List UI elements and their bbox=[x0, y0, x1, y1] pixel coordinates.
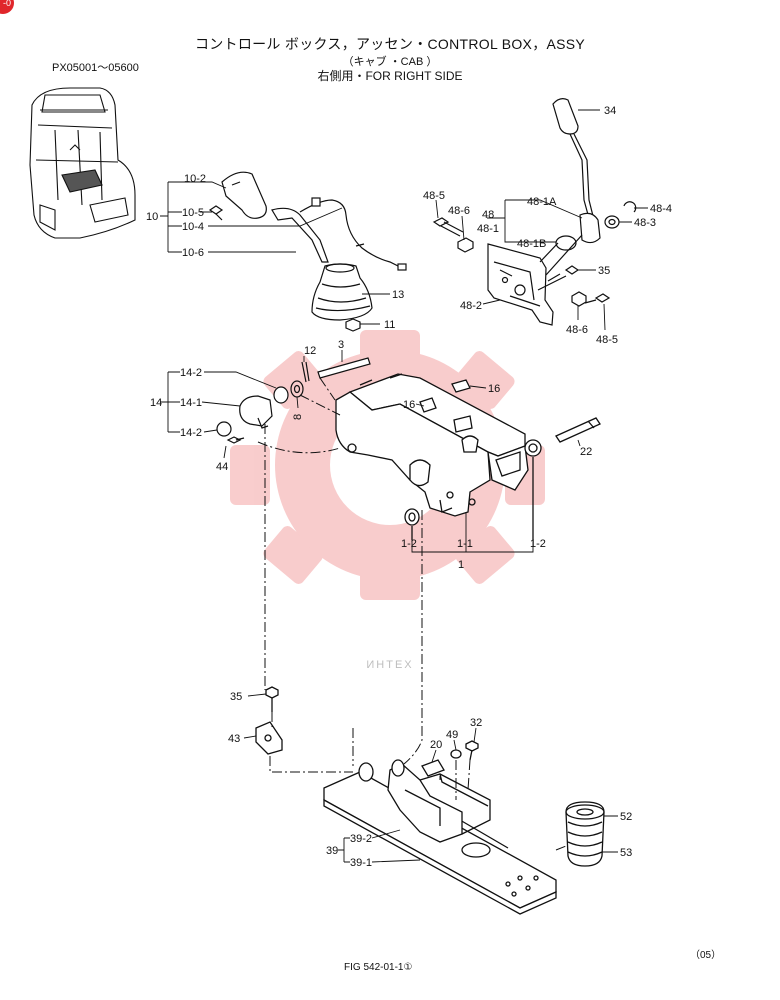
callout-48-5-lower: 48-5 bbox=[596, 334, 618, 346]
shaft-and-cable-parts bbox=[216, 357, 371, 444]
callout-39-1: 39-1 bbox=[350, 857, 372, 869]
callout-48: 48 bbox=[482, 209, 494, 221]
callout-48-1a: 48-1A bbox=[527, 196, 557, 208]
alignment-lines bbox=[257, 377, 567, 851]
callout-48-1b: 48-1B bbox=[517, 238, 546, 250]
callout-1-2-right: 1-2 bbox=[530, 538, 546, 550]
callout-48-6-upper: 48-6 bbox=[448, 205, 470, 217]
callout-48-6-lower: 48-6 bbox=[566, 324, 588, 336]
callout-11: 11 bbox=[384, 319, 395, 331]
diagram-subtitle-side: 右側用・FOR RIGHT SIDE bbox=[317, 69, 463, 83]
callout-39-2: 39-2 bbox=[350, 833, 372, 845]
figure-code: FIG 542-01-1① bbox=[344, 962, 413, 973]
callout-43: 43 bbox=[228, 733, 240, 745]
diagram-title: コントロール ボックス，アッセン・CONTROL BOX，ASSY bbox=[194, 36, 586, 52]
callout-48-5-upper: 48-5 bbox=[423, 190, 445, 202]
watermark-text: ИНТЕХ bbox=[366, 659, 413, 671]
callout-53: 53 bbox=[620, 847, 632, 859]
callout-16-left: 16 bbox=[403, 399, 415, 411]
control-lever-assembly-48 bbox=[432, 98, 637, 326]
callout-35-lower: 35 bbox=[230, 691, 242, 703]
callout-48-3: 48-3 bbox=[634, 217, 656, 229]
cab-location-thumbnail bbox=[29, 87, 136, 239]
callout-14-1: 14-1 bbox=[180, 397, 202, 409]
callout-48-2: 48-2 bbox=[460, 300, 482, 312]
callout-10-4: 10-4 bbox=[182, 221, 204, 233]
base-plate-assembly-39 bbox=[255, 686, 605, 915]
callout-1-2-left: 1-2 bbox=[401, 538, 417, 550]
callout-13: 13 bbox=[392, 289, 404, 301]
callout-14: 14 bbox=[150, 397, 162, 409]
callout-16-right: 16 bbox=[488, 383, 500, 395]
serial-range: PX05001～05600 bbox=[52, 62, 139, 74]
callout-3: 3 bbox=[338, 339, 344, 351]
callout-48-4: 48-4 bbox=[650, 203, 672, 215]
callout-48-1: 48-1 bbox=[477, 223, 499, 235]
control-box-frame-1 bbox=[335, 373, 601, 540]
callout-32: 32 bbox=[470, 717, 482, 729]
diagram-subtitle-cab: （キャブ ・CAB ） bbox=[342, 56, 438, 68]
grip-and-boot-assembly-10 bbox=[208, 171, 407, 332]
callout-20: 20 bbox=[430, 739, 442, 751]
callout-44: 44 bbox=[216, 461, 228, 473]
callout-39: 39 bbox=[326, 845, 338, 857]
page-version: （05） bbox=[690, 950, 722, 961]
callout-12: 12 bbox=[304, 345, 316, 357]
callout-10-6: 10-6 bbox=[182, 247, 204, 259]
callout-14-2-upper: 14-2 bbox=[180, 367, 202, 379]
callout-14-2-lower: 14-2 bbox=[180, 427, 202, 439]
callout-49: 49 bbox=[446, 729, 458, 741]
callout-52: 52 bbox=[620, 811, 632, 823]
callout-1-1: 1-1 bbox=[457, 538, 473, 550]
callout-10-5: 10-5 bbox=[182, 207, 204, 219]
callout-labels: 34 48-4 48-3 48-5 48-6 48 48-1 48-1A 48-… bbox=[146, 105, 672, 869]
callout-10: 10 bbox=[146, 211, 158, 223]
callout-22: 22 bbox=[580, 446, 592, 458]
page-corner-badge: -0 bbox=[0, 0, 14, 14]
callout-leaders bbox=[160, 109, 648, 863]
callout-35-upper: 35 bbox=[598, 265, 610, 277]
callout-10-2: 10-2 bbox=[184, 173, 206, 185]
callout-34: 34 bbox=[604, 105, 616, 117]
callout-1: 1 bbox=[458, 559, 464, 571]
callout-8: 8 bbox=[292, 414, 304, 420]
